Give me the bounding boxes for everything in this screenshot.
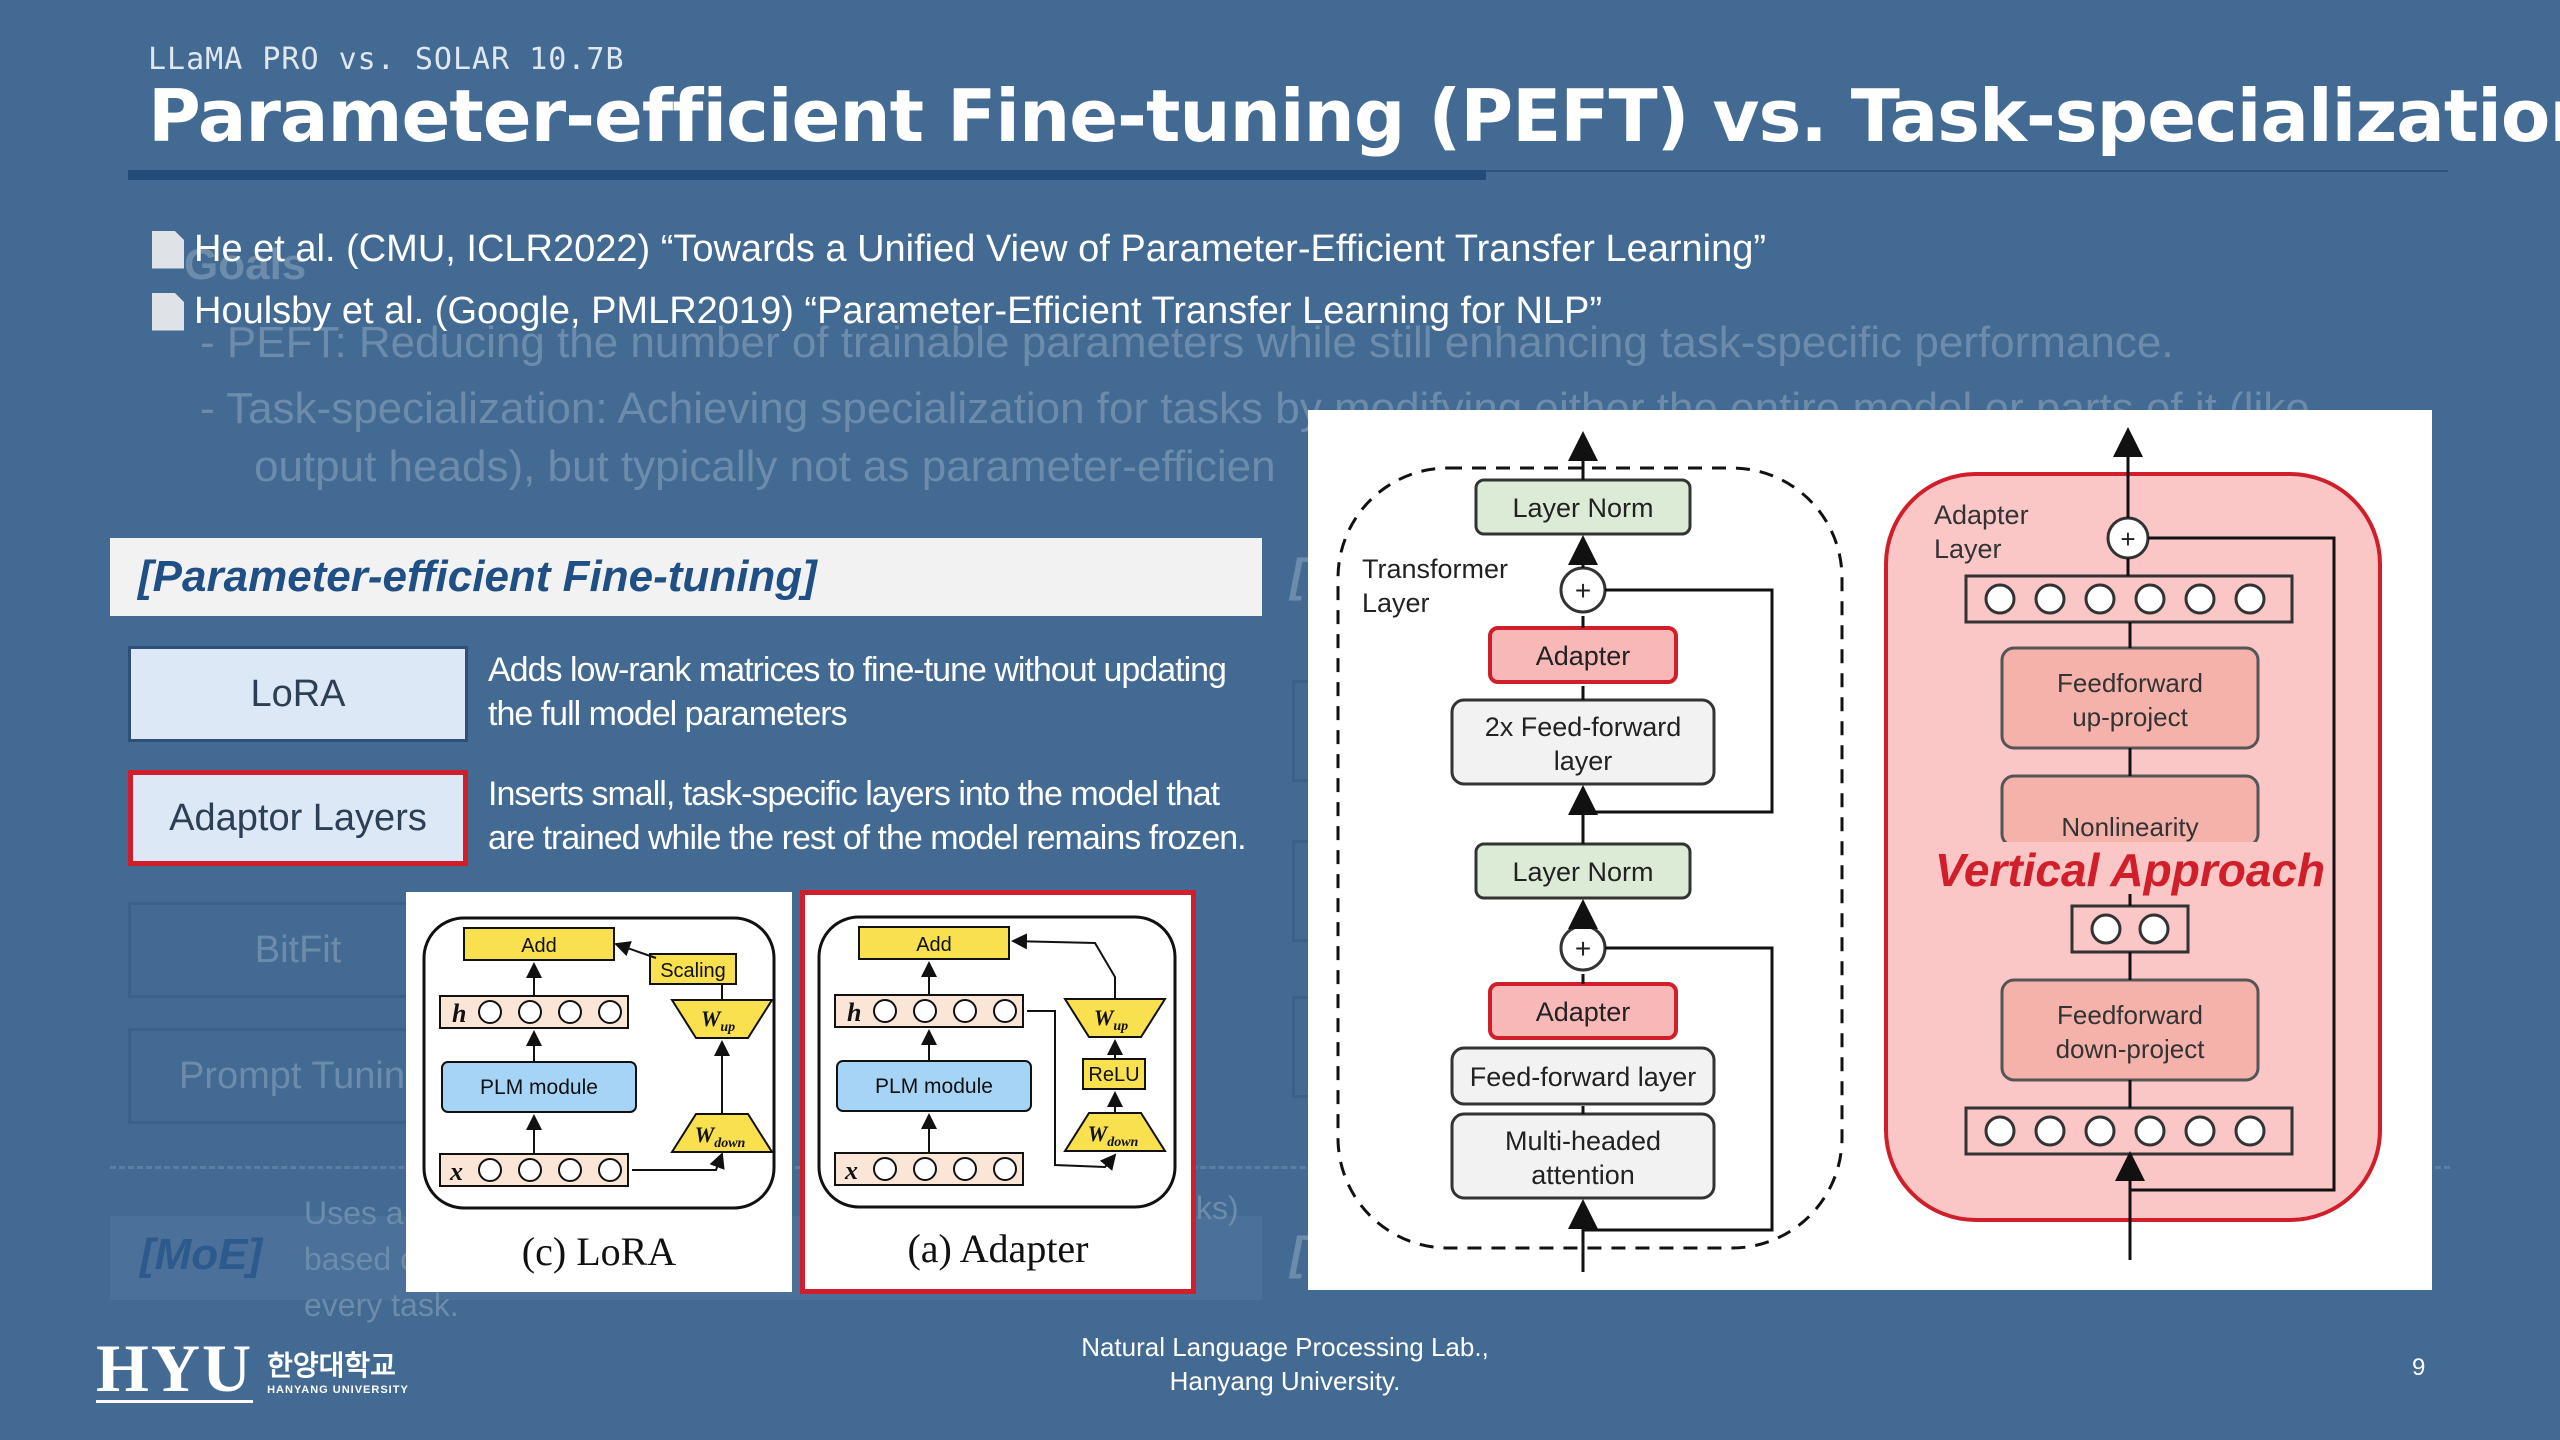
- svg-text:+: +: [2120, 524, 2135, 554]
- ghost-bracket: [: [1290, 549, 1306, 601]
- vertical-approach-label: Vertical Approach: [1935, 844, 2325, 896]
- ff-down-box: [2000, 978, 2260, 1082]
- page-number: 9: [2412, 1354, 2426, 1381]
- lora-add-box: [463, 927, 615, 961]
- svg-text:Layer Norm: Layer Norm: [1512, 493, 1653, 523]
- reference-he-text: He et al. (CMU, ICLR2022) “Towards a Uni…: [194, 228, 1767, 270]
- svg-text:layer: layer: [1554, 746, 1613, 776]
- svg-text:attention: attention: [1531, 1160, 1635, 1190]
- svg-text:Adapter: Adapter: [1536, 997, 1631, 1027]
- goals-heading: Goals: [184, 240, 307, 289]
- ghost-task-line2: output heads), but typically not as para…: [254, 442, 1276, 491]
- adapter-add-box: [858, 926, 1010, 960]
- svg-text:Feed-forward layer: Feed-forward layer: [1470, 1062, 1697, 1092]
- section-divider: [110, 1166, 2450, 1169]
- svg-text:Adapter: Adapter: [1934, 500, 2029, 530]
- reference-he[interactable]: He et al. (CMU, ICLR2022) “Towards a Uni…: [152, 228, 1766, 271]
- adapter-relu-box: [1082, 1058, 1146, 1090]
- method-lora-desc: Adds low-rank matrices to fine-tune with…: [488, 651, 1227, 733]
- svg-text:Adapter: Adapter: [1536, 641, 1631, 671]
- svg-text:Nonlinearity: Nonlinearity: [2061, 812, 2198, 842]
- ghost-box-edge: [1292, 996, 1315, 1098]
- vertical-approach-bg: [1958, 842, 2302, 894]
- lora-diagram: Add Scaling h PLM module x Wup Wdown: [422, 916, 776, 1210]
- ghost-bracket-2: [: [1290, 1227, 1306, 1279]
- logo-kr-block: 한양대학교 HANYANG UNIVERSITY: [267, 1344, 409, 1396]
- logo-kr-text: 한양대학교: [267, 1349, 396, 1381]
- lora-h-label: h: [452, 999, 466, 1028]
- method-prompt-tuning[interactable]: Prompt Tuning: [128, 1028, 468, 1124]
- lora-wdown-shape: [670, 1113, 774, 1153]
- method-adaptor-desc: Inserts small, task-specific layers into…: [488, 775, 1247, 857]
- ghost-box-edge: [1292, 680, 1315, 782]
- moe-desc-tail: ks): [1196, 1190, 1239, 1226]
- figure-houlsby: Transformer Layer Layer Norm + Adapter 2…: [1308, 410, 2432, 1290]
- moe-label: [MoE]: [140, 1230, 263, 1279]
- peft-panel-heading: [Parameter-efficient Fine-tuning]: [110, 538, 1262, 616]
- adapter-wdown-shape: [1063, 1112, 1167, 1152]
- svg-text:+: +: [1575, 933, 1591, 964]
- method-adaptor-layers[interactable]: Adaptor Layers: [128, 770, 468, 866]
- document-icon: [152, 230, 184, 269]
- svg-text:up-project: up-project: [2072, 702, 2188, 732]
- svg-text:ReLU: ReLU: [1088, 1064, 1139, 1086]
- university-logo[interactable]: HYU 한양대학교 HANYANG UNIVERSITY: [96, 1330, 409, 1406]
- svg-text:Layer: Layer: [1934, 534, 2002, 564]
- adapter-wup-shape: [1063, 998, 1167, 1038]
- svg-text:+: +: [1575, 575, 1591, 606]
- ghost-peft-line: - PEFT: Reducing the number of trainable…: [200, 318, 2174, 367]
- title-rule-accent: [128, 170, 1486, 180]
- lora-scaling-label: Scaling: [660, 960, 726, 982]
- svg-text:x: x: [844, 1156, 858, 1185]
- figure-lora: Add Scaling h PLM module x Wup Wdown (c)…: [406, 892, 792, 1292]
- adapter-add-label: Add: [916, 934, 952, 956]
- logo-sub-text: HANYANG UNIVERSITY: [267, 1383, 409, 1396]
- footer-lab: Natural Language Processing Lab., Hanyan…: [1081, 1332, 1489, 1396]
- lora-scaling-box: [649, 953, 737, 985]
- reference-houlsby-text: Houlsby et al. (Google, PMLR2019) “Param…: [194, 290, 1603, 332]
- svg-text:Layer: Layer: [1362, 588, 1430, 618]
- ff-up-box: [2000, 646, 2260, 750]
- ffn-box: [1450, 1046, 1716, 1106]
- lora-plm-label: PLM module: [480, 1076, 598, 1099]
- adapter-plm-box: [836, 1060, 1032, 1112]
- lora-caption: (c) LoRA: [521, 1229, 677, 1274]
- svg-text:Layer Norm: Layer Norm: [1512, 857, 1653, 887]
- svg-text:Transformer: Transformer: [1362, 554, 1508, 584]
- lora-wup-shape: [670, 999, 774, 1039]
- document-icon: [152, 292, 184, 331]
- reference-houlsby[interactable]: Houlsby et al. (Google, PMLR2019) “Param…: [152, 290, 1602, 333]
- svg-text:PLM module: PLM module: [875, 1075, 993, 1098]
- slide-title: Parameter-efficient Fine-tuning (PEFT) v…: [148, 74, 2560, 158]
- adapter-diagram: Add h PLM module x Wup ReLU Wdown: [817, 915, 1177, 1209]
- svg-text:down-project: down-project: [2056, 1034, 2206, 1064]
- svg-text:Feedforward: Feedforward: [2057, 1000, 2203, 1030]
- ghost-box-edge: [1292, 840, 1315, 942]
- svg-text:h: h: [847, 998, 861, 1027]
- lora-x-label: x: [449, 1157, 463, 1186]
- method-lora[interactable]: LoRA: [128, 646, 468, 742]
- houlsby-diagram: Transformer Layer Layer Norm + Adapter 2…: [1336, 427, 2382, 1272]
- lora-plm-box: [441, 1061, 637, 1113]
- deck-subtitle: LLaMA PRO vs. SOLAR 10.7B: [148, 42, 625, 77]
- svg-text:Wdown: Wdown: [695, 1122, 746, 1151]
- svg-text:Feedforward: Feedforward: [2057, 668, 2203, 698]
- logo-hyu-text: HYU: [96, 1330, 254, 1406]
- adapter-caption: (a) Adapter: [907, 1226, 1089, 1271]
- figure-adapter: Add h PLM module x Wup ReLU Wdown (a) Ad…: [800, 890, 1196, 1294]
- svg-text:Wup: Wup: [701, 1006, 735, 1035]
- svg-text:Wup: Wup: [1094, 1005, 1128, 1034]
- svg-text:2x Feed-forward: 2x Feed-forward: [1485, 712, 1682, 742]
- svg-text:Multi-headed: Multi-headed: [1505, 1126, 1661, 1156]
- svg-text:Wdown: Wdown: [1088, 1121, 1139, 1150]
- lora-add-label: Add: [521, 935, 557, 957]
